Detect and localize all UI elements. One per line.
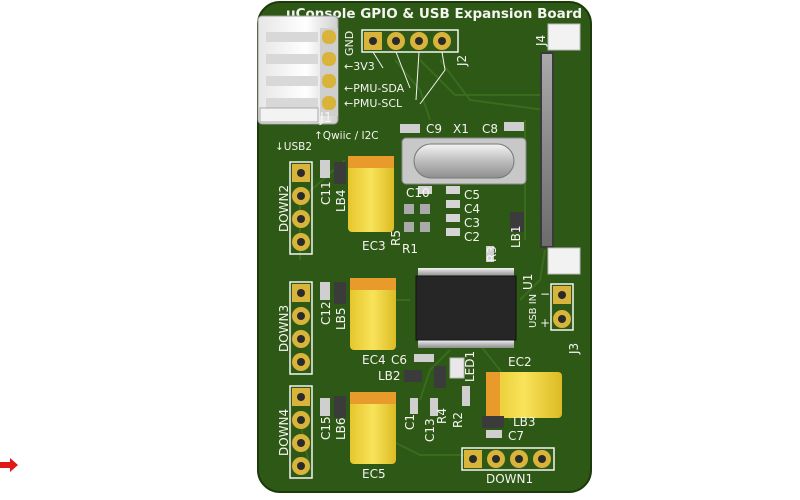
- ec3-label: EC3: [362, 239, 386, 253]
- led1-label: LED1: [463, 351, 477, 382]
- j3-header: [550, 283, 574, 331]
- c11-label: C11: [319, 181, 333, 205]
- c1-label: C1: [403, 414, 417, 430]
- c10-label: C10: [406, 186, 430, 200]
- x1-crystal: [401, 137, 527, 185]
- r3-label: R3: [485, 246, 499, 262]
- j1-connector: [257, 15, 339, 125]
- j3-ref: J3: [567, 343, 581, 355]
- qwiic-note: ↑Qwiic / I2C: [314, 130, 379, 142]
- x1-label: X1: [453, 122, 469, 136]
- u1-label: U1: [521, 274, 535, 290]
- j1-pin-3v3-label: ←3V3: [344, 60, 375, 73]
- c2-label: C2: [464, 230, 480, 244]
- cap-group-c2-c5: [404, 186, 524, 262]
- c7-label: C7: [508, 429, 524, 443]
- j1-pin-gnd-label: GND: [343, 31, 356, 56]
- r2-label: R2: [451, 412, 465, 428]
- c3-label: C3: [464, 216, 480, 230]
- lb4-label: LB4: [334, 189, 348, 212]
- j1-pin-sda-label: ←PMU-SDA: [344, 82, 405, 95]
- c9-label: C9: [426, 122, 442, 136]
- j2-arrows: [372, 51, 446, 105]
- c8-label: C8: [482, 122, 498, 136]
- c15-label: C15: [319, 416, 333, 440]
- axis-origin-icon: [0, 458, 18, 472]
- down1-header: [461, 447, 555, 471]
- j1-pin-scl-label: ←PMU-SCL: [344, 97, 403, 110]
- c12-label: C12: [319, 301, 333, 325]
- lb5-label: LB5: [334, 307, 348, 330]
- c4-label: C4: [464, 202, 480, 216]
- c5-label: C5: [464, 188, 480, 202]
- c13-label: C13: [423, 418, 437, 442]
- j3-minus-label: −: [540, 287, 550, 301]
- down4-label: DOWN4: [277, 409, 291, 456]
- down3-header: [289, 281, 313, 375]
- down2-label: DOWN2: [277, 185, 291, 232]
- c6-label: C6: [391, 353, 407, 367]
- led-resistor-group: [410, 357, 470, 416]
- down1-label: DOWN1: [486, 472, 533, 486]
- down2-header: [289, 161, 313, 255]
- board-title: uConsole GPIO & USB Expansion Board: [286, 6, 582, 22]
- lb1-label: LB1: [509, 225, 523, 248]
- ec2-capacitor: [486, 372, 562, 418]
- j2-header: [361, 29, 459, 53]
- lb3-label: LB3: [513, 415, 536, 429]
- u1-ic: [415, 268, 517, 348]
- lb2-label: LB2: [378, 369, 401, 383]
- j4-connector: [540, 23, 581, 275]
- ec5-capacitor: [350, 392, 396, 464]
- down3-label: DOWN3: [277, 305, 291, 352]
- j2-ref: J2: [455, 55, 469, 67]
- lb6-label: LB6: [334, 417, 348, 440]
- j3-plus-label: +: [540, 316, 550, 330]
- ec5-label: EC5: [362, 467, 386, 481]
- ec2-label: EC2: [508, 355, 532, 369]
- j1-ref: J1: [319, 111, 332, 126]
- ec4-label: EC4: [362, 353, 386, 367]
- j3-usb-in-label: USB IN: [528, 294, 539, 328]
- r1-label: R1: [402, 242, 418, 256]
- down4-header: [289, 385, 313, 479]
- usb2-label: ↓USB2: [275, 141, 312, 153]
- ec3-capacitor: [348, 156, 394, 232]
- r4-label: R4: [435, 408, 449, 424]
- ec4-capacitor: [350, 278, 396, 350]
- r5-label: R5: [389, 230, 403, 246]
- j4-ref: J4: [534, 35, 548, 47]
